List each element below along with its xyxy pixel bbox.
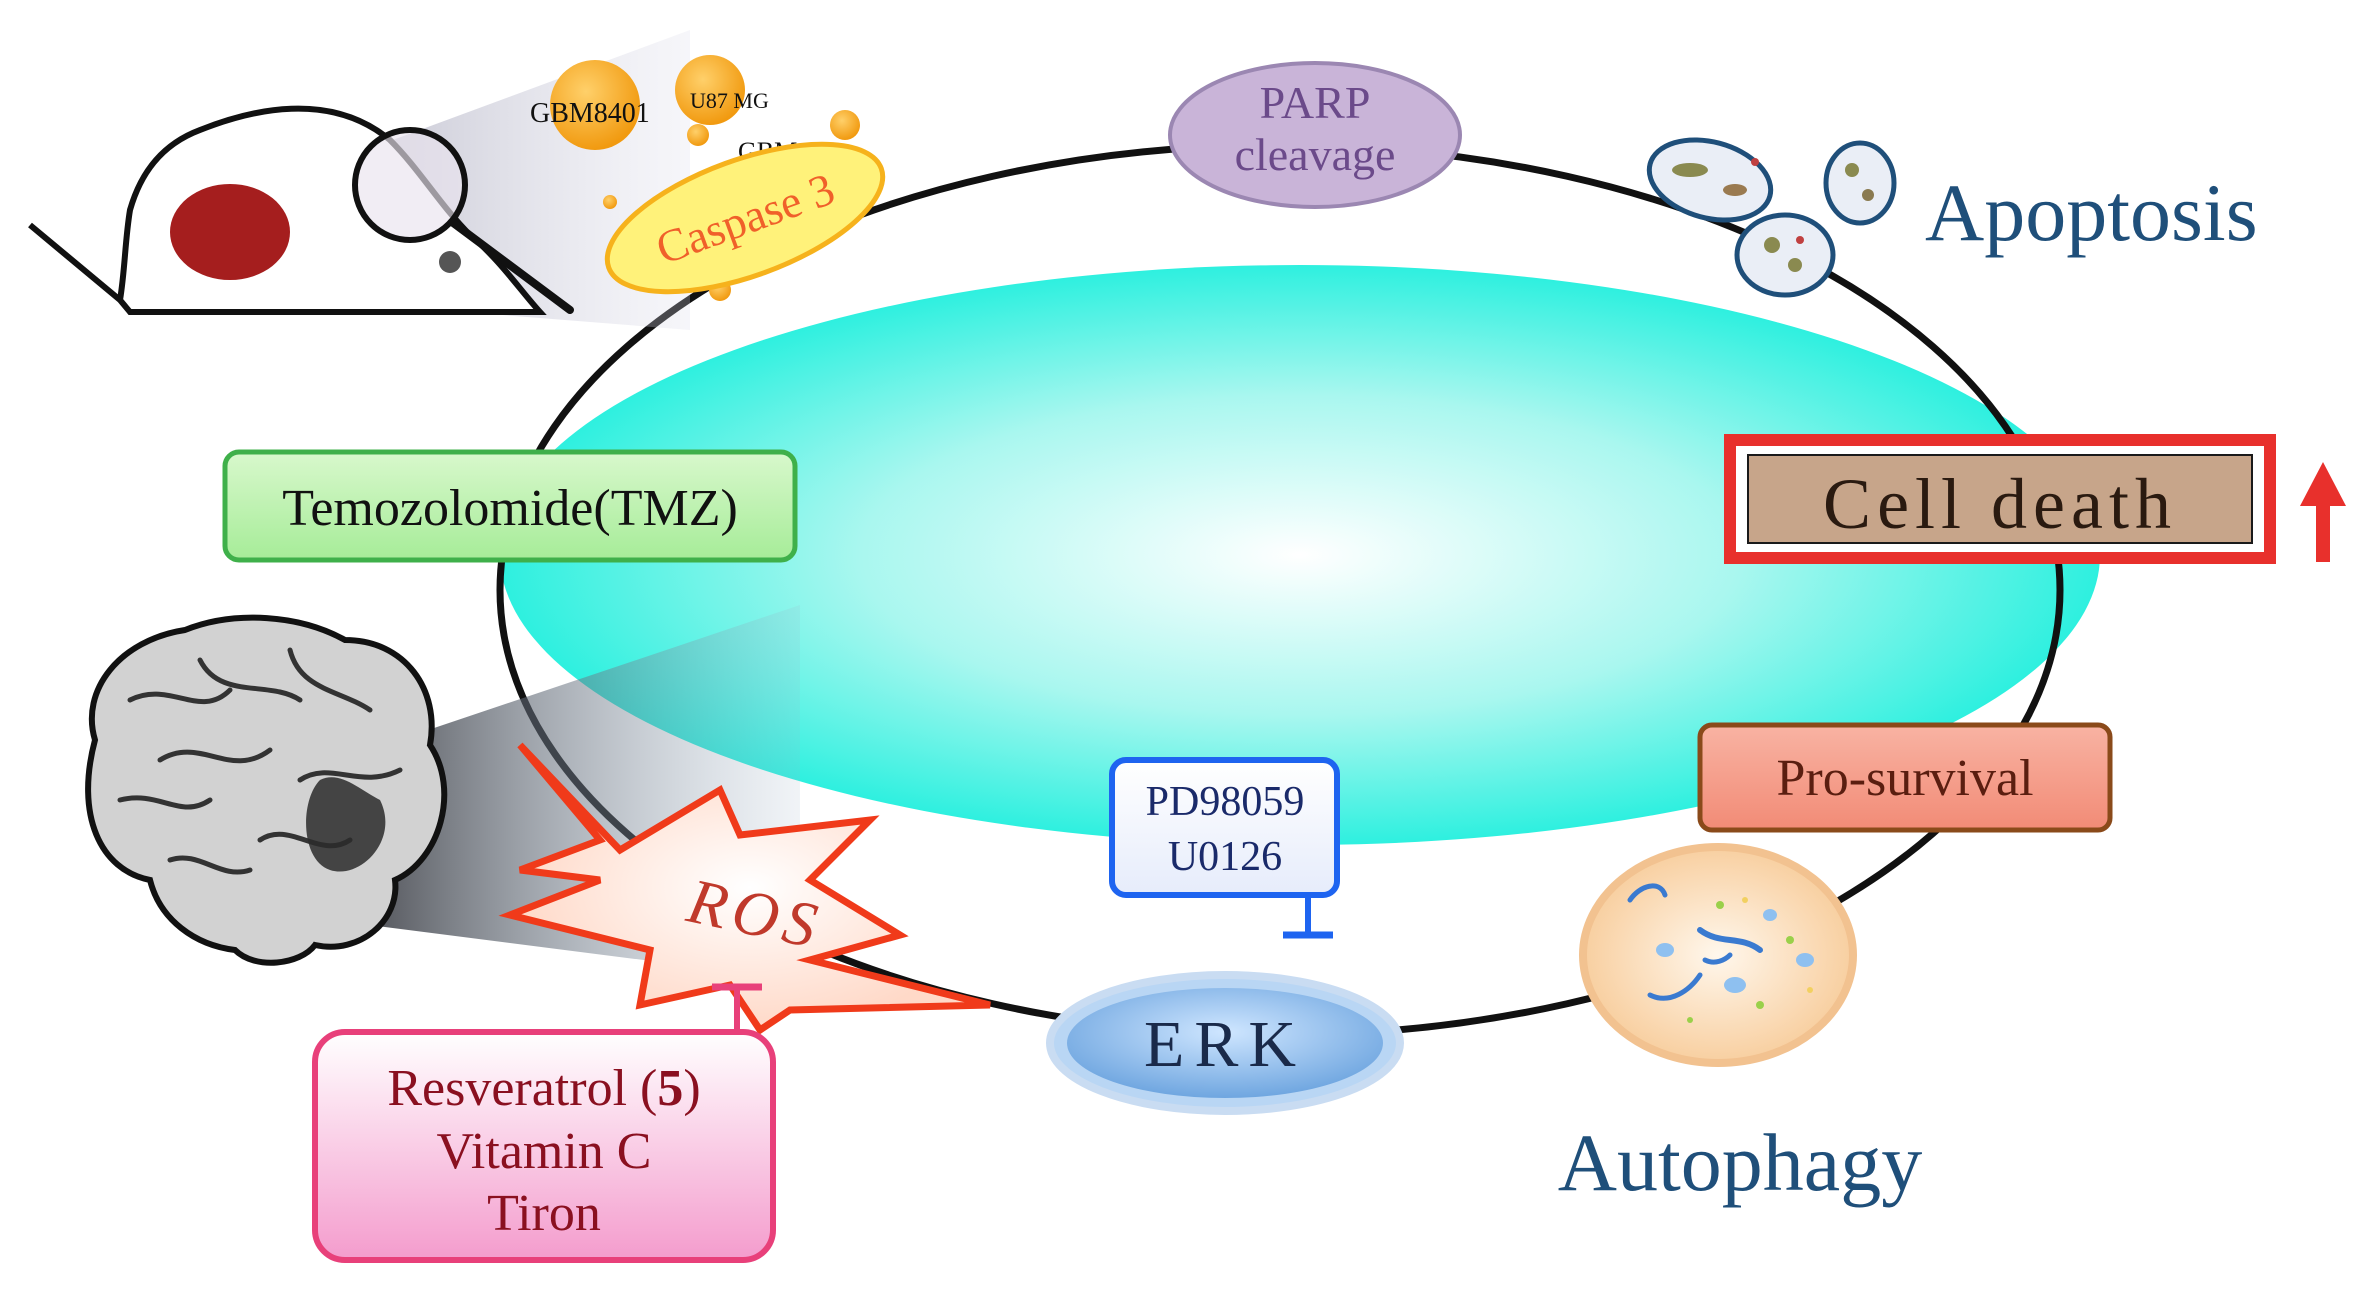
- brain-icon: [85, 614, 448, 966]
- parp-cleavage-node: PARP cleavage: [1168, 61, 1462, 209]
- caspase3-node: Caspase 3: [604, 141, 886, 295]
- tmz-box: Temozolomide(TMZ): [222, 449, 798, 563]
- ros-burst: ROS: [498, 742, 991, 1035]
- erk-node: ERK: [1046, 971, 1404, 1115]
- magnifier-icon: [352, 127, 574, 314]
- autophagy-cell-icon: [1579, 843, 1857, 1067]
- resveratrol-compound-number: 5: [657, 1060, 683, 1117]
- resveratrol-label: Resveratrol (5): [387, 1060, 700, 1117]
- center-cell-ellipse: [500, 265, 2100, 845]
- pro-survival-label: Pro-survival: [1776, 750, 2033, 807]
- erk-inhibitor-bar-icon: [1283, 895, 1333, 939]
- inhibitor-bar-icon: [712, 983, 762, 1032]
- resveratrol-prefix: Resveratrol (: [387, 1060, 657, 1117]
- apoptotic-cells-icon: [1646, 137, 1897, 298]
- tiron-label: Tiron: [487, 1185, 601, 1242]
- up-arrow-icon: [2300, 462, 2346, 562]
- gbm8401-label: GBM8401: [530, 98, 650, 129]
- parp-label-line2: cleavage: [1235, 129, 1396, 180]
- tmz-label: Temozolomide(TMZ): [282, 480, 738, 537]
- u87mg-label: U87 MG: [690, 88, 769, 113]
- autophagy-label: Autophagy: [1558, 1117, 1922, 1208]
- pd98059-label: PD98059: [1146, 779, 1305, 825]
- cell-death-box: Cell death: [1724, 434, 2276, 564]
- cell-death-label: Cell death: [1823, 464, 2177, 544]
- apoptosis-label: Apoptosis: [1925, 167, 2258, 258]
- erk-label: ERK: [1144, 1008, 1306, 1081]
- pd98059-box: PD98059 U0126: [1109, 757, 1340, 898]
- resveratrol-box: Resveratrol (5) Vitamin C Tiron: [312, 1029, 776, 1263]
- resveratrol-suffix: ): [683, 1060, 700, 1117]
- pro-survival-box: Pro-survival: [1697, 722, 2113, 833]
- vitamin-c-label: Vitamin C: [437, 1123, 652, 1180]
- parp-label-line1: PARP: [1260, 77, 1371, 128]
- u0126-label: U0126: [1168, 834, 1282, 880]
